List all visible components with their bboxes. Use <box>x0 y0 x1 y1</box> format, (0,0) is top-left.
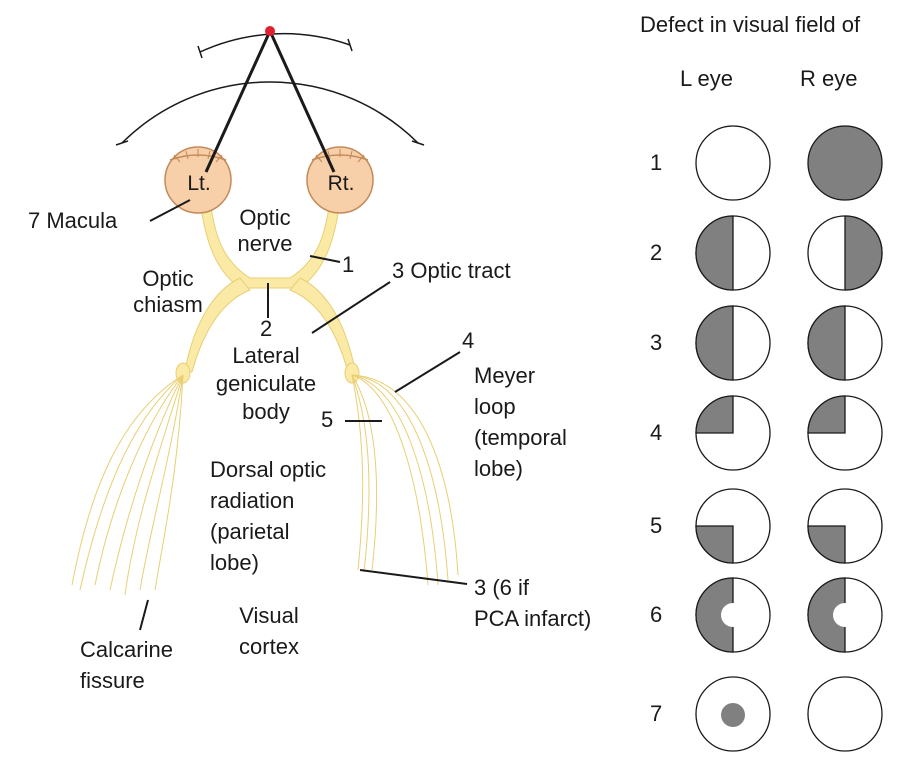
central-tick-right <box>347 38 353 52</box>
radiation-fiber <box>139 374 184 591</box>
field-right-eye-row-2 <box>807 215 883 291</box>
meyer-line3: (temporal <box>474 425 567 450</box>
row-number-3: 3 <box>650 330 663 355</box>
radiation-fiber <box>351 374 439 586</box>
radiation-fiber <box>94 374 184 586</box>
radiation-fiber <box>351 374 378 571</box>
visual-cortex-line1: Visual <box>239 603 299 628</box>
dorsal-line3: (parietal <box>210 519 290 544</box>
optic-nerve-line2: nerve <box>237 231 293 256</box>
optic-nerve-label: Optic nerve <box>226 205 304 257</box>
leader-3-cortex <box>359 569 468 585</box>
radiation-fiber <box>351 374 364 571</box>
lesion3-line2: PCA infarct) <box>474 606 592 631</box>
lesion3-line1: 3 (6 if <box>474 575 530 600</box>
col-right-eye-header: R eye <box>800 66 858 91</box>
radiation-fiber <box>109 374 184 591</box>
row-number-6: 6 <box>650 602 663 627</box>
meyer-line4: lobe) <box>474 456 523 481</box>
row-number-7: 7 <box>650 701 663 726</box>
table-title: Defect in visual field of <box>640 12 861 37</box>
optic-chiasm-line2: chiasm <box>133 292 203 317</box>
fixation-point <box>265 26 275 36</box>
meyer-line1: Meyer <box>474 363 536 388</box>
field-left-eye-row-5 <box>695 488 771 564</box>
field-left-eye-row-6 <box>695 577 771 653</box>
sightline-right <box>268 30 336 173</box>
sightline-left <box>204 30 272 173</box>
radiation-fiber <box>351 374 459 576</box>
leader-macula <box>149 199 191 222</box>
field-right-eye-row-1 <box>807 125 883 201</box>
radiation-fiber <box>351 374 370 573</box>
left-eye-label: Lt. <box>187 172 211 195</box>
field-left-eye-row-7 <box>695 676 771 752</box>
radiation-fiber <box>351 374 449 581</box>
right-eye-label: Rt. <box>327 172 355 195</box>
lateral-geniculate-label: Lateral geniculate body <box>196 342 336 426</box>
visual-cortex-line2: cortex <box>239 634 299 659</box>
calcarine-fissure-label: Calcarine fissure <box>80 634 173 696</box>
radiation-fiber <box>79 374 184 591</box>
dorsal-line1: Dorsal optic <box>210 457 327 482</box>
lgb-line3: body <box>242 399 290 424</box>
radiation-fiber <box>351 374 429 586</box>
field-right-eye-row-7 <box>807 676 883 752</box>
lesion-1-label: 1 <box>342 252 355 277</box>
arc-tick-left <box>115 140 129 146</box>
field-left-eye-row-4 <box>695 395 771 471</box>
row-number-5: 5 <box>650 513 663 538</box>
dorsal-optic-radiation-label: Dorsal optic radiation (parietal lobe) <box>210 454 326 578</box>
macula-label: 7 Macula <box>28 208 118 233</box>
optic-chiasm-label: Optic chiasm <box>118 266 218 318</box>
dorsal-line4: lobe) <box>210 550 259 575</box>
field-right-eye-row-3 <box>807 305 883 381</box>
lesion-2-label: 2 <box>260 316 273 341</box>
right-eye <box>306 146 374 214</box>
lgn-right <box>344 362 360 384</box>
leader-3-tract <box>311 281 391 334</box>
lesion-3-cortex-label: 3 (6 if PCA infarct) <box>474 572 591 634</box>
col-left-eye-header: L eye <box>680 66 734 91</box>
optic-tract-label: 3 Optic tract <box>392 258 511 283</box>
calcarine-line2: fissure <box>80 668 145 693</box>
row-number-2: 2 <box>650 240 663 265</box>
radiation-fiber <box>124 374 184 596</box>
radiation-fiber <box>71 374 184 586</box>
leader-calcarine <box>139 599 149 631</box>
radiation-fiber <box>154 374 184 591</box>
central-field-arc <box>199 32 351 53</box>
left-eye <box>164 146 232 214</box>
field-right-eye-row-4 <box>807 395 883 471</box>
central-tick-left <box>197 45 203 59</box>
field-right-eye-row-5 <box>807 488 883 564</box>
optic-radiation-fibers <box>71 374 459 596</box>
leader-4 <box>394 351 461 393</box>
optic-chiasm-line1: Optic <box>142 266 194 291</box>
visual-field-defects <box>695 125 883 752</box>
dorsal-line2: radiation <box>210 488 295 513</box>
arc-tick-right <box>411 140 425 146</box>
meyer-line2: loop <box>474 394 516 419</box>
field-left-eye-row-1 <box>695 125 771 201</box>
row-number-4: 4 <box>650 420 663 445</box>
optic-nerve-line1: Optic <box>239 205 291 230</box>
field-right-eye-row-6 <box>807 577 883 653</box>
lgb-line2: geniculate <box>215 371 317 396</box>
meyer-loop-label: Meyer loop (temporal lobe) <box>474 360 567 484</box>
field-left-eye-row-3 <box>695 305 771 381</box>
visual-field-arc <box>121 81 419 144</box>
field-left-eye-row-2 <box>695 215 771 291</box>
calcarine-line1: Calcarine <box>80 637 173 662</box>
lesion-4-label: 4 <box>462 328 475 353</box>
row-number-1: 1 <box>650 150 663 175</box>
lgb-line1: Lateral <box>232 343 300 368</box>
leader-1 <box>309 255 341 263</box>
visual-cortex-label: Visual cortex <box>222 600 316 662</box>
lesion-5-label: 5 <box>321 407 334 432</box>
